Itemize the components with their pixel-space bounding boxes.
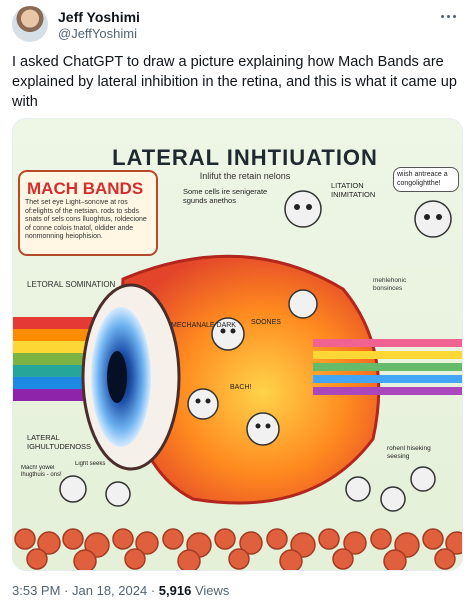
author-name[interactable]: Jeff Yoshimi xyxy=(58,9,140,25)
mach-bands-body-wrap: Thet set eye Light–soncive at ros of:eli… xyxy=(25,199,147,240)
views-count[interactable]: 5,916 xyxy=(158,583,192,598)
speech-bubble-wrap: wiish antreace a congolightthe! xyxy=(393,167,459,192)
views-label: Views xyxy=(194,583,230,598)
mach-bands-heading: MACH BANDS xyxy=(27,179,143,198)
author-handle[interactable]: @JeffYoshimi xyxy=(58,26,137,41)
label-rohenl: rohenl hiseking seesing xyxy=(387,445,431,460)
mach-bands-panel xyxy=(18,170,158,256)
label-light-seeks: Light seeks xyxy=(75,461,106,467)
author-avatar[interactable] xyxy=(12,6,48,42)
tweet-date[interactable]: Jan 18, 2024 xyxy=(72,583,148,598)
cell-layer xyxy=(14,528,462,570)
label-some-cells: Some cells ire senigerate sgunds anethos xyxy=(183,187,268,205)
tweet-meta: 3:53 PM · Jan 18, 2024 · 5,916 Views xyxy=(12,583,229,598)
lateral-inhibition-illustration: LATERAL INHTIUATION Inlifut the retain n… xyxy=(13,119,462,570)
label-mehlehonic-wrap: mehlehonic bonsinces xyxy=(373,277,407,292)
meta-separator: · xyxy=(64,583,69,598)
label-letoral-somination: LETORAL SOMINATION xyxy=(27,280,116,289)
character-eyes xyxy=(195,204,442,429)
label-lateral-ig-wrap: LATERAL IGHULTUDENOSS xyxy=(27,433,92,451)
label-mehlehonic: mehlehonic bonsinces xyxy=(373,277,407,292)
speech-bubble: wiish antreace a congolightthe! xyxy=(393,167,459,192)
label-lateral-ig: LATERAL IGHULTUDENOSS xyxy=(27,433,92,451)
nerve-fibers xyxy=(313,339,462,395)
label-mach-small: Mach! yowel lhugthuis - ons! xyxy=(21,465,62,478)
label-mechanical: MECHANALE DARK xyxy=(171,322,236,329)
more-options-icon[interactable] xyxy=(436,6,460,26)
illustration-subtitle: Inlifut the retain nelons xyxy=(200,171,291,181)
label-soones: SOONES xyxy=(251,319,281,326)
label-litation: LITATION INIMITATION xyxy=(331,181,376,199)
label-some-cells-wrap: Some cells ire senigerate sgunds anethos xyxy=(183,187,268,205)
label-light-seeks-wrap: Light seeks xyxy=(75,461,106,467)
label-rohenl-wrap: rohenl hiseking seesing xyxy=(387,445,431,460)
eyeball xyxy=(81,283,181,471)
label-mach-small-wrap: Mach! yowel lhugthuis - ons! xyxy=(21,465,62,478)
label-bach: BACH! xyxy=(230,384,251,391)
mach-bands-body: Thet set eye Light–soncive at ros of:eli… xyxy=(25,199,147,240)
cartoon-characters xyxy=(59,190,452,512)
label-litation-wrap: LITATION INIMITATION xyxy=(331,181,376,199)
tweet-image[interactable]: LATERAL INHTIUATION Inlifut the retain n… xyxy=(12,118,463,571)
illustration-title: LATERAL INHTIUATION xyxy=(112,145,378,170)
tweet-time[interactable]: 3:53 PM xyxy=(12,583,61,598)
meta-separator: · xyxy=(150,583,156,598)
tweet-text: I asked ChatGPT to draw a picture explai… xyxy=(12,54,457,110)
author-block: Jeff Yoshimi @JeffYoshimi xyxy=(58,9,140,42)
